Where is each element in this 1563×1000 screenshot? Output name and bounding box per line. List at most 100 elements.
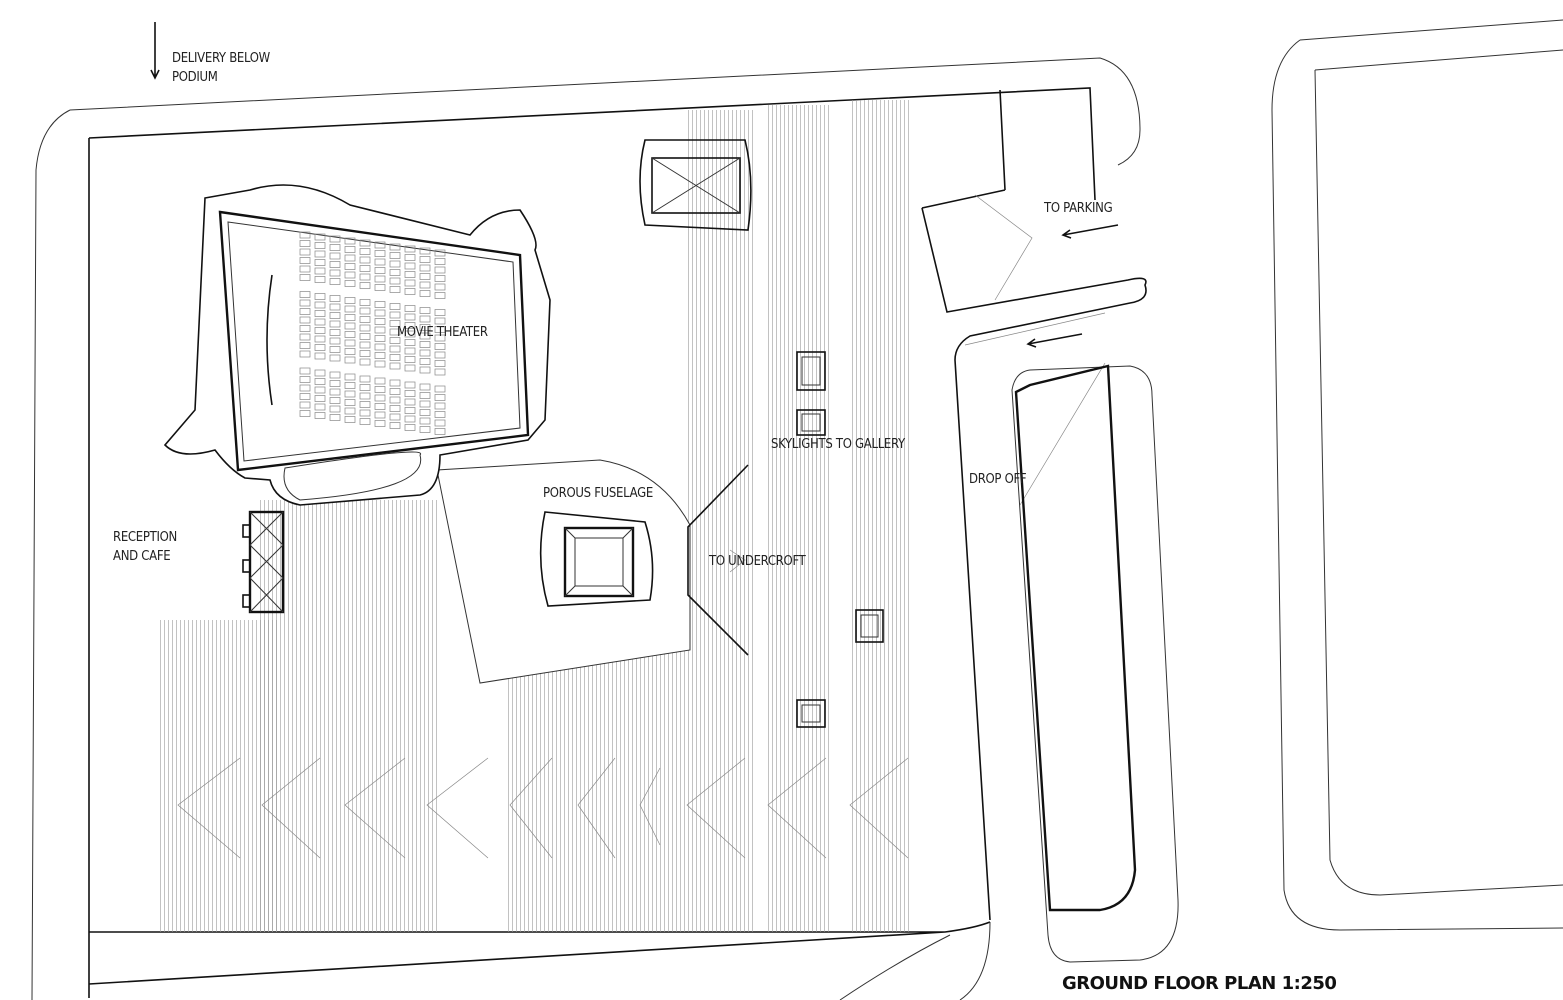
seat: [374, 267, 386, 274]
seat: [314, 327, 326, 334]
seat: [359, 358, 371, 366]
seat: [359, 299, 371, 306]
seat: [419, 400, 431, 408]
seat: [419, 247, 431, 255]
seat: [329, 388, 341, 396]
seat: [419, 417, 431, 425]
seat: [389, 243, 401, 251]
seat: [419, 264, 431, 272]
seat: [314, 369, 326, 377]
seat: [404, 279, 416, 287]
seat: [359, 265, 371, 272]
seat: [404, 288, 416, 295]
seat: [374, 301, 386, 308]
seat: [434, 326, 446, 333]
seat: [389, 269, 401, 276]
seat: [344, 271, 356, 279]
seat: [359, 239, 371, 247]
seat: [434, 402, 446, 410]
seat: [434, 334, 446, 342]
seat: [299, 240, 311, 247]
delivery-label-2: PODIUM: [172, 70, 218, 85]
undercroft-ramp: [687, 464, 749, 656]
seat: [404, 356, 416, 363]
seat: [329, 244, 341, 251]
seat: [374, 275, 386, 283]
seat: [404, 390, 416, 397]
seat: [419, 383, 431, 391]
seat: [404, 245, 416, 253]
seat: [314, 259, 326, 266]
seat: [374, 309, 386, 317]
seat: [419, 392, 431, 399]
seat: [329, 371, 341, 379]
seat: [374, 250, 386, 257]
seat: [314, 301, 326, 309]
seat: [389, 379, 401, 387]
seat: [314, 395, 326, 402]
seat: [419, 341, 431, 348]
seat: [299, 342, 311, 349]
seat: [374, 386, 386, 393]
seat: [314, 318, 326, 326]
seat: [404, 398, 416, 406]
seat: [329, 405, 341, 413]
seat: [344, 305, 356, 313]
seat: [344, 322, 356, 330]
seat: [434, 317, 446, 325]
seat: [419, 290, 431, 297]
seat: [359, 273, 371, 281]
seat: [419, 273, 431, 280]
seat: [419, 324, 431, 331]
seat: [329, 252, 341, 260]
seat: [434, 249, 446, 257]
seat: [434, 292, 446, 299]
seat: [329, 397, 341, 404]
seat: [404, 339, 416, 346]
seat: [329, 329, 341, 336]
seat: [389, 303, 401, 310]
seat: [434, 419, 446, 427]
seat: [299, 410, 311, 417]
seat: [389, 286, 401, 293]
seat: [404, 262, 416, 270]
seat: [359, 418, 371, 425]
seat: [434, 360, 446, 367]
seat: [329, 346, 341, 353]
seat: [344, 314, 356, 321]
seat: [359, 375, 371, 383]
seat: [419, 358, 431, 365]
seat: [329, 261, 341, 268]
skylights: [796, 351, 884, 728]
seat: [389, 260, 401, 268]
seat: [299, 401, 311, 409]
seat: [344, 280, 356, 287]
seat: [389, 422, 401, 429]
seat: [314, 352, 326, 360]
seat: [344, 407, 356, 415]
chevron-markings: [177, 757, 909, 859]
seat: [434, 385, 446, 393]
street-curb: [31, 57, 1141, 1000]
seat: [344, 373, 356, 381]
seat: [374, 420, 386, 427]
seat: [314, 378, 326, 385]
seat: [389, 388, 401, 395]
seat: [404, 271, 416, 278]
seat: [434, 258, 446, 265]
seat: [374, 318, 386, 325]
seat: [434, 283, 446, 291]
skylights-label: SKYLIGHTS TO GALLERY: [771, 437, 906, 452]
seat: [374, 343, 386, 351]
seat: [344, 382, 356, 389]
lift-core: [639, 139, 752, 231]
to-undercroft-label: TO UNDERCROFT: [708, 554, 807, 569]
seat: [299, 350, 311, 358]
seat: [299, 333, 311, 341]
seat: [404, 415, 416, 423]
seat: [314, 293, 326, 300]
seat: [374, 241, 386, 249]
porous-fuselage: [539, 511, 654, 607]
seat: [419, 281, 431, 289]
seat: [359, 350, 371, 357]
